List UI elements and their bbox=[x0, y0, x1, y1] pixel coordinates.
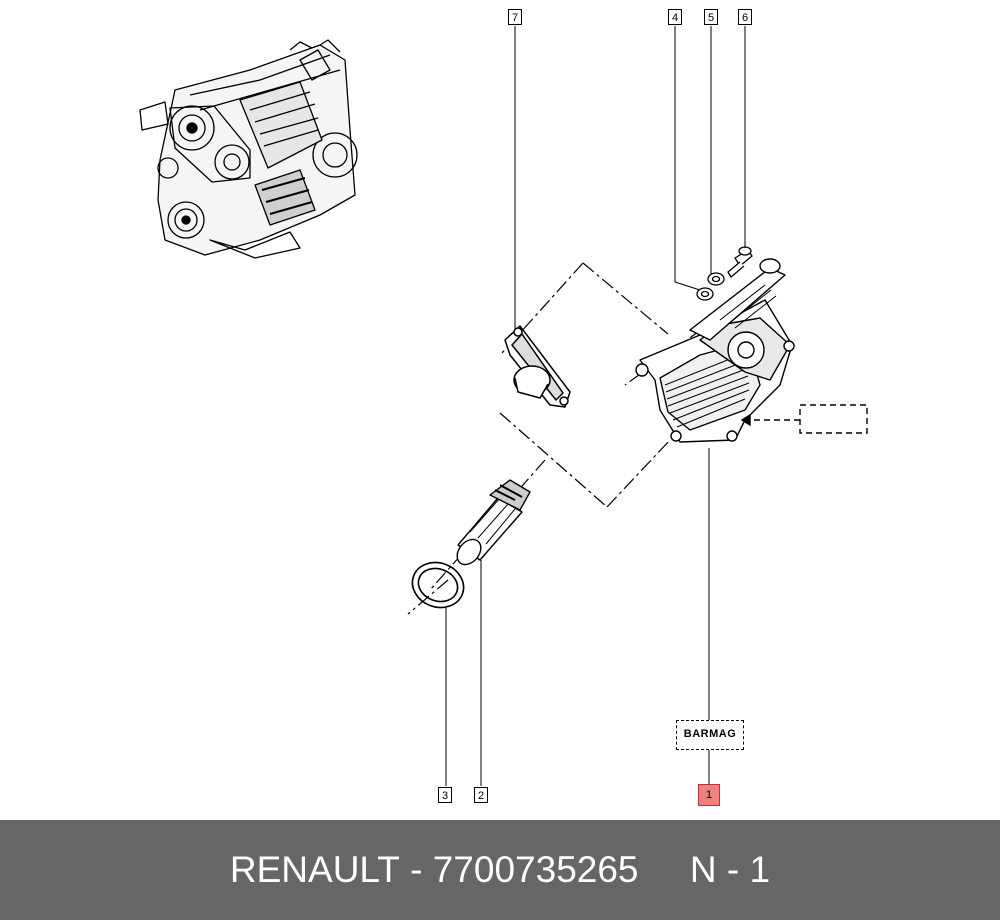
footer-part-number: 7700735265 bbox=[432, 849, 639, 890]
parts-diagram bbox=[139, 26, 868, 786]
footer-brand: RENAULT bbox=[229, 849, 400, 890]
callout-4: 4 bbox=[668, 9, 682, 25]
filter-element-illustration bbox=[456, 479, 531, 566]
callout-7: 7 bbox=[508, 9, 522, 25]
reference-box bbox=[740, 404, 868, 434]
callout-5: 5 bbox=[704, 9, 718, 25]
footer-bar: RENAULT - 7700735265 N - 1 bbox=[0, 820, 1000, 920]
oil-filter-housing-illustration bbox=[635, 258, 795, 443]
callout-3: 3 bbox=[438, 787, 452, 803]
engine-overview-illustration bbox=[139, 39, 358, 259]
footer-gap bbox=[639, 849, 690, 891]
o-ring-illustration bbox=[411, 561, 465, 609]
fastener-parts-illustration bbox=[696, 246, 753, 301]
callout-1-highlighted[interactable]: 1 bbox=[698, 784, 720, 806]
callout-2: 2 bbox=[474, 787, 488, 803]
footer-separator: - bbox=[399, 849, 433, 890]
cover-gasket-illustration bbox=[504, 325, 571, 408]
leader-lines bbox=[445, 26, 746, 786]
footer-note: N - 1 bbox=[689, 849, 771, 890]
callout-6: 6 bbox=[738, 9, 752, 25]
barmag-label: BARMAG bbox=[676, 720, 744, 750]
